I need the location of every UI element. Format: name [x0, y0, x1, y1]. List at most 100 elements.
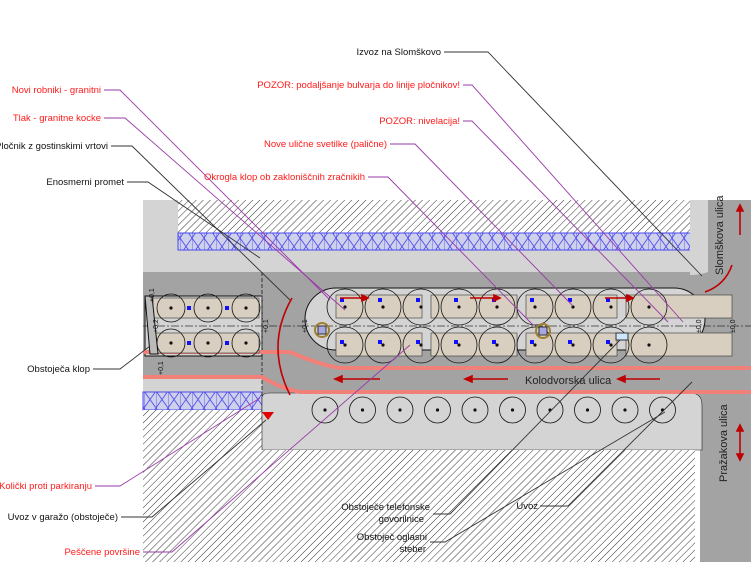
bollard-icon — [187, 306, 191, 310]
tree-trunk — [398, 408, 402, 412]
tree-circle — [461, 396, 489, 424]
tree-trunk — [457, 343, 461, 347]
tree-trunk — [510, 408, 515, 412]
tree-trunk — [381, 305, 385, 309]
elevation: +0,1 — [149, 288, 156, 302]
leader-nivelacija — [463, 120, 669, 323]
arrow-left-icon — [462, 374, 508, 384]
bollard-icon — [568, 340, 572, 344]
paving-slab — [152, 332, 260, 354]
bollard-icon — [606, 340, 610, 344]
tree-trunk — [435, 408, 440, 412]
garage-entry-marker — [262, 412, 274, 420]
label-plocnik: Pločnik z gostinskimi vrtovi — [0, 141, 108, 152]
top-building-hatch — [178, 200, 695, 234]
tree-trunk — [609, 343, 613, 347]
tree-circle — [386, 396, 414, 424]
bollard-icon — [416, 340, 420, 344]
tree-circle — [611, 396, 639, 424]
top-blue-strip — [177, 232, 696, 251]
tree-circle — [364, 288, 402, 326]
leader-uvoz-garaza — [121, 419, 267, 518]
turn-arrow-icon — [704, 264, 733, 293]
phone-booth-icon — [615, 332, 629, 341]
tree-circle — [499, 396, 526, 424]
label-uvoz-garaza: Uvoz v garažo (obstoječe) — [8, 512, 118, 523]
tree-trunk — [473, 408, 477, 412]
bollard-icon — [225, 341, 229, 345]
round-bench-icon — [535, 323, 551, 339]
label-obstojeca-klop: Obstoječa klop — [27, 364, 90, 375]
tree-trunk — [244, 341, 248, 345]
bollard-icon — [378, 340, 382, 344]
label-steber: Obstoječ oglasni — [357, 532, 427, 543]
tree-circle — [554, 326, 592, 364]
tree-trunk — [533, 305, 537, 309]
tree-trunk — [419, 343, 423, 347]
tree-circle — [592, 288, 630, 326]
street-prazakova: Pražakova ulica — [718, 403, 730, 482]
tree-trunk — [533, 343, 537, 347]
tree-circle — [516, 288, 554, 326]
tree-trunk — [419, 305, 423, 309]
leader-pozor-podaljsanje — [463, 84, 684, 323]
left-building-hatch — [143, 410, 262, 562]
tree-circle — [440, 288, 478, 326]
tree-trunk — [571, 343, 575, 347]
leader-telefonske — [433, 339, 621, 515]
label-uvoz: Uvoz — [516, 501, 538, 512]
bollard-icon — [340, 340, 344, 344]
tree-circle — [402, 326, 440, 364]
leader-tlak — [104, 117, 346, 311]
paving-slab — [335, 332, 423, 357]
tree-trunk — [571, 305, 575, 309]
curb-top — [143, 350, 751, 370]
tree-trunk — [169, 341, 173, 345]
tree-circles — [156, 288, 676, 424]
leader-uvoz — [540, 381, 693, 507]
bollard-icon — [454, 340, 458, 344]
tree-trunk — [343, 343, 347, 347]
tree-circle — [630, 326, 668, 364]
elevation: ±0,0 — [696, 319, 703, 333]
label-steber-2: steber — [400, 544, 426, 555]
tree-circle — [311, 396, 339, 424]
bollard-icon — [187, 341, 191, 345]
paving-slab — [152, 297, 260, 319]
tree-trunk — [206, 341, 210, 345]
leader-okrogla-klop — [368, 176, 534, 326]
curb-bottom — [143, 375, 751, 394]
label-pozor-podaljsanje: POZOR: podaljšanje bulvarja do linije pl… — [257, 80, 460, 91]
tree-circle — [231, 293, 261, 323]
arrow-left-icon — [615, 374, 660, 384]
left-sidewalk — [143, 375, 262, 393]
elevation: +0,2 — [153, 319, 160, 333]
bollard-icon — [492, 340, 496, 344]
tree-circle — [402, 288, 440, 326]
tree-trunk — [647, 305, 651, 309]
tree-circle — [364, 326, 402, 364]
tree-trunk — [609, 305, 613, 309]
bollard-icon — [606, 298, 610, 302]
label-izvoz-slomskovo: Izvoz na Slomškovo — [357, 47, 441, 58]
bollard-icon — [340, 298, 344, 302]
tree-circle — [326, 326, 364, 364]
bollard-icon — [225, 306, 229, 310]
leader-kolicki — [95, 397, 261, 487]
tree-circle — [478, 326, 516, 364]
leader-svetilke — [390, 143, 573, 306]
tree-trunk — [457, 305, 461, 309]
tree-circle — [231, 328, 261, 358]
left-blue-strip — [142, 391, 263, 411]
tree-circle — [424, 396, 451, 424]
vent-icon — [317, 325, 327, 335]
label-telefonske: Obstoječe telefonske — [341, 502, 430, 513]
tree-trunk — [244, 306, 248, 310]
bollard-icon — [378, 298, 382, 302]
top-sidewalk-corner — [690, 200, 708, 275]
tree-circle — [349, 396, 376, 424]
tree-trunk — [343, 305, 347, 309]
tree-circle — [326, 288, 364, 326]
tree-trunk — [206, 306, 210, 310]
